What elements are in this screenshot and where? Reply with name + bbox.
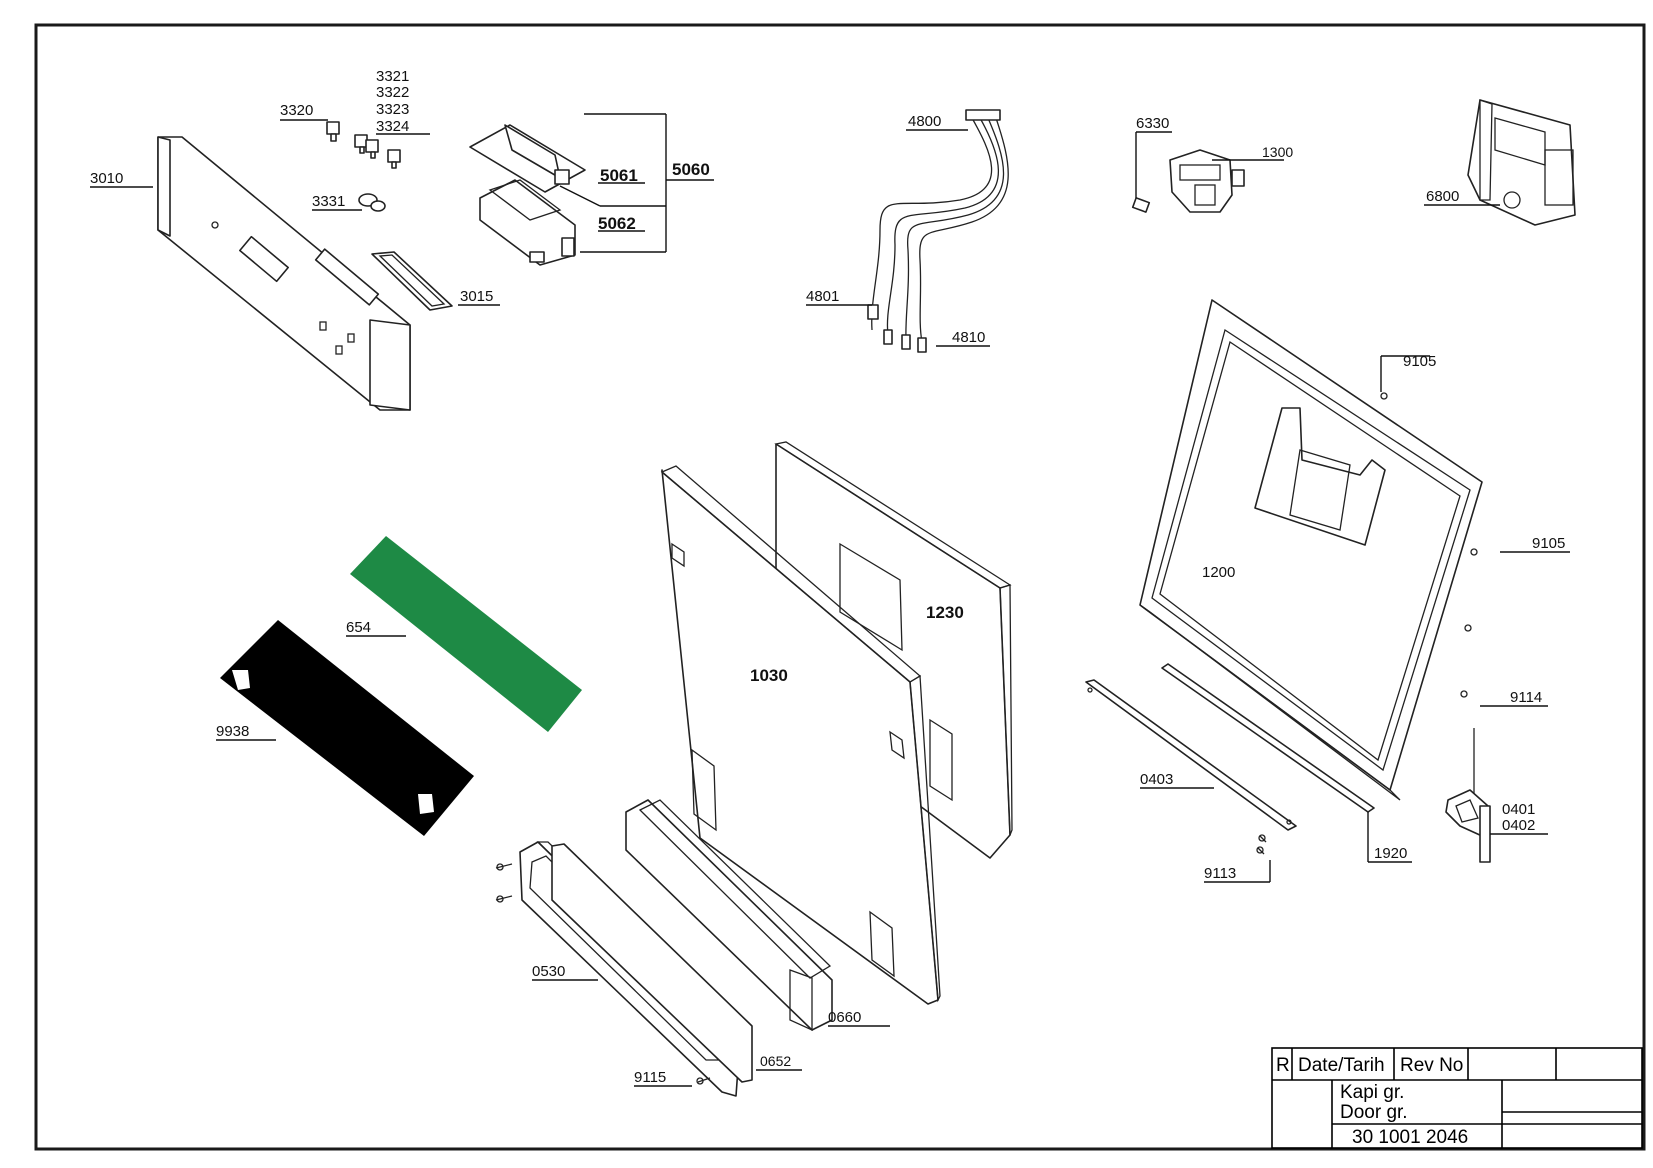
part-1920-seal bbox=[1161, 663, 1375, 813]
label-9105-top: 9105 bbox=[1403, 353, 1436, 370]
title-block-col-r: R bbox=[1276, 1055, 1290, 1076]
label-0652: 0652 bbox=[760, 1053, 791, 1069]
label-9113: 9113 bbox=[1204, 865, 1236, 882]
part-0401-0402-hinge bbox=[1445, 728, 1491, 863]
title-block-col-date: Date/Tarih bbox=[1298, 1055, 1385, 1076]
label-1200: 1200 bbox=[1202, 564, 1235, 581]
part-6330-lock-cover bbox=[1131, 197, 1151, 213]
label-4801: 4801 bbox=[806, 288, 839, 305]
label-0402: 0402 bbox=[1502, 817, 1535, 834]
label-9105-right: 9105 bbox=[1532, 535, 1565, 552]
drawing-border bbox=[34, 23, 1646, 1151]
label-0660: 0660 bbox=[828, 1009, 861, 1026]
part-3015-display-window bbox=[371, 251, 453, 311]
part-0403-strip bbox=[1085, 679, 1297, 831]
label-1230: 1230 bbox=[926, 603, 964, 622]
part-3331-button bbox=[358, 193, 386, 212]
label-9115: 9115 bbox=[634, 1069, 666, 1086]
label-6800: 6800 bbox=[1426, 188, 1459, 205]
screw-9114 bbox=[1460, 690, 1468, 698]
label-0530: 0530 bbox=[532, 963, 565, 980]
label-3010: 3010 bbox=[90, 170, 123, 187]
label-5062: 5062 bbox=[598, 214, 636, 233]
title-block bbox=[1271, 1047, 1643, 1149]
title-block-col-rev: Rev No bbox=[1400, 1055, 1463, 1076]
title-block-title-en: Door gr. bbox=[1340, 1102, 1408, 1123]
label-3331: 3331 bbox=[312, 193, 345, 210]
label-3322: 3322 bbox=[376, 84, 409, 101]
label-5060: 5060 bbox=[672, 160, 710, 179]
part-0652-profile bbox=[551, 843, 753, 1083]
part-1030-door-panel bbox=[660, 465, 941, 1005]
label-9938: 9938 bbox=[216, 723, 249, 740]
label-3323: 3323 bbox=[376, 101, 409, 118]
label-654: 654 bbox=[346, 619, 371, 636]
label-3015: 3015 bbox=[460, 288, 493, 305]
label-9114: 9114 bbox=[1510, 689, 1542, 706]
part-5061-module bbox=[469, 124, 586, 193]
part-3320-knob bbox=[326, 121, 340, 142]
label-1030: 1030 bbox=[750, 666, 788, 685]
screws-9113 bbox=[1256, 834, 1267, 855]
part-4800-cable-harness bbox=[867, 109, 1009, 353]
part-9938-sheet bbox=[220, 620, 474, 836]
part-654-strip bbox=[350, 536, 582, 732]
part-0660-insulation-block bbox=[625, 799, 833, 1032]
label-4800: 4800 bbox=[908, 113, 941, 130]
title-block-title-tr: Kapi gr. bbox=[1340, 1082, 1404, 1103]
title-block-drawing-no: 30 1001 2046 bbox=[1352, 1127, 1468, 1148]
label-3320: 3320 bbox=[280, 102, 313, 119]
part-1200-inner-door bbox=[1139, 299, 1483, 801]
part-5062-module bbox=[479, 179, 576, 266]
screws-9105 bbox=[1380, 392, 1478, 632]
label-0403: 0403 bbox=[1140, 771, 1173, 788]
label-0401: 0401 bbox=[1502, 801, 1535, 818]
label-6330: 6330 bbox=[1136, 115, 1169, 132]
label-3324: 3324 bbox=[376, 118, 409, 135]
label-1300: 1300 bbox=[1262, 144, 1293, 160]
label-4810: 4810 bbox=[952, 329, 985, 346]
part-3321-3324-knobs bbox=[354, 134, 401, 169]
part-1300-door-lock bbox=[1169, 149, 1245, 213]
screw-9115 bbox=[696, 1077, 711, 1085]
label-5061: 5061 bbox=[600, 166, 638, 185]
part-3010-control-panel bbox=[157, 136, 411, 411]
screws-0530 bbox=[495, 863, 513, 903]
label-3321: 3321 bbox=[376, 68, 409, 85]
label-1920: 1920 bbox=[1374, 845, 1407, 862]
part-6800-dispenser bbox=[1467, 99, 1576, 226]
